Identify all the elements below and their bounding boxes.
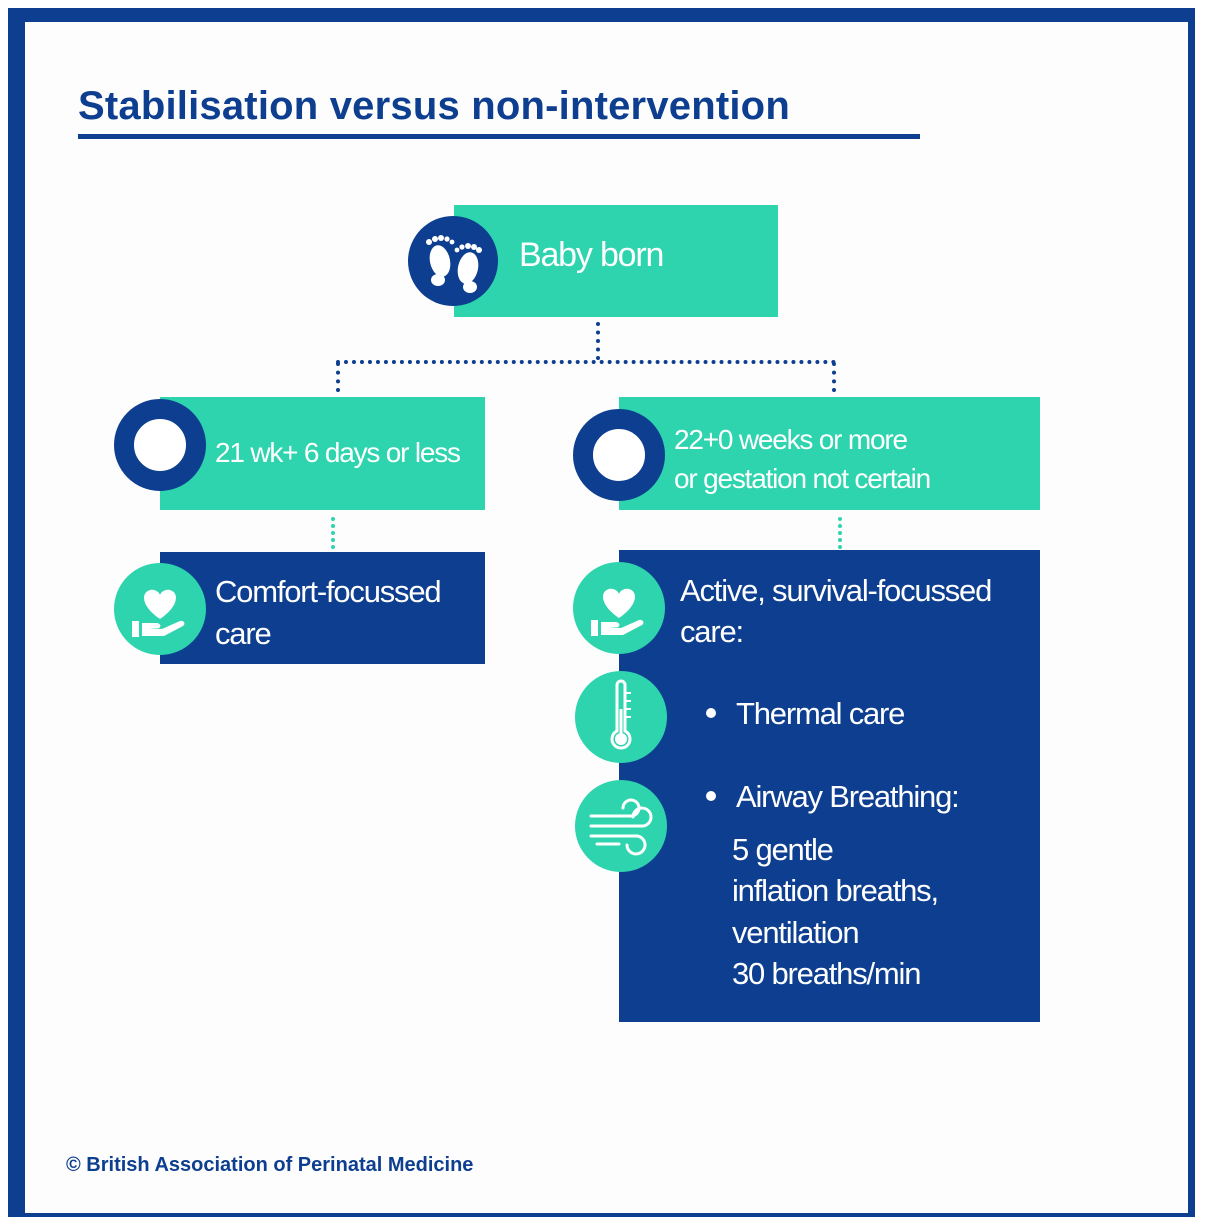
right-outcome-line1: Active, survival-focussed (680, 573, 992, 608)
left-outcome-line1: Comfort-focussed (215, 574, 442, 609)
heart-in-hand-icon (114, 563, 206, 655)
branch-connector (336, 360, 836, 364)
baby-born-label: Baby born (519, 236, 664, 274)
baby-born-box (454, 205, 778, 317)
airway-detail-3: ventilation (732, 915, 860, 950)
airway-breathing-label: Airway Breathing: (736, 779, 960, 814)
thermometer-icon (575, 671, 667, 763)
heart-in-hand-icon (573, 562, 665, 654)
left-outcome-line2: care (215, 616, 272, 651)
right-outcome-connector (838, 517, 842, 549)
left-condition-box (160, 397, 485, 510)
bullet-airway (706, 791, 716, 801)
right-condition-ring-icon (573, 409, 665, 501)
left-condition-ring-icon (114, 399, 206, 491)
right-branch-connector (832, 362, 836, 392)
airway-detail-2: inflation breaths, (732, 873, 939, 908)
right-condition-box (619, 397, 1040, 510)
left-outcome-connector (331, 517, 335, 549)
left-branch-connector (336, 362, 340, 392)
left-condition-label: 21 wk+ 6 days or less (215, 437, 461, 468)
right-condition-line1: 22+0 weeks or more (674, 424, 908, 455)
copyright-footer: © British Association of Perinatal Medic… (66, 1154, 474, 1176)
airway-detail-4: 30 breaths/min (732, 956, 921, 991)
wind-icon (575, 780, 667, 872)
right-outcome-line2: care: (680, 614, 744, 649)
right-condition-line2: or gestation not certain (674, 463, 931, 494)
left-outcome-box (160, 552, 485, 664)
title-underline (78, 134, 920, 139)
right-outcome-box (619, 550, 1040, 1022)
root-connector (596, 322, 600, 360)
thermal-care-label: Thermal care (736, 696, 905, 731)
baby-feet-icon (408, 216, 498, 306)
airway-detail-1: 5 gentle (732, 832, 834, 867)
bullet-thermal (706, 708, 716, 718)
page-title: Stabilisation versus non-intervention (78, 84, 790, 128)
